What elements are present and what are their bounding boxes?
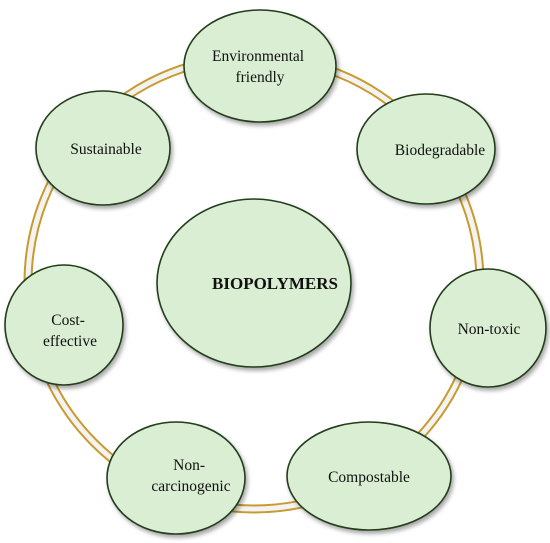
node-ellipse <box>4 264 124 386</box>
node-label: Compostable <box>328 469 410 486</box>
node-non-carcinogenic: Non- carcinogenic <box>106 421 246 535</box>
node-environmental-friendly: Environmental friendly <box>183 9 337 123</box>
node-biodegradable: Biodegradable <box>356 93 496 205</box>
node-ellipse <box>106 421 246 535</box>
center-ellipse <box>156 198 352 368</box>
center-label: BIOPOLYMERS <box>212 274 338 293</box>
node-cost-effective: Cost- effective <box>4 264 124 386</box>
node-ellipse <box>429 268 547 388</box>
node-compostable: Compostable <box>286 421 452 531</box>
node-label: Sustainable <box>70 141 142 158</box>
node-label: Cost- effective <box>43 312 97 350</box>
node-ellipse <box>356 93 496 205</box>
node-label: Environmental friendly <box>212 48 308 86</box>
node-ellipse <box>35 90 171 206</box>
node-ellipse <box>286 421 452 531</box>
center-node: BIOPOLYMERS <box>156 198 352 368</box>
node-ellipse <box>183 9 337 123</box>
node-label: Non- carcinogenic <box>151 457 230 495</box>
node-label: Biodegradable <box>395 142 486 159</box>
node-non-toxic: Non-toxic <box>429 268 547 388</box>
node-label: Non-toxic <box>458 321 521 338</box>
node-sustainable: Sustainable <box>35 90 171 206</box>
